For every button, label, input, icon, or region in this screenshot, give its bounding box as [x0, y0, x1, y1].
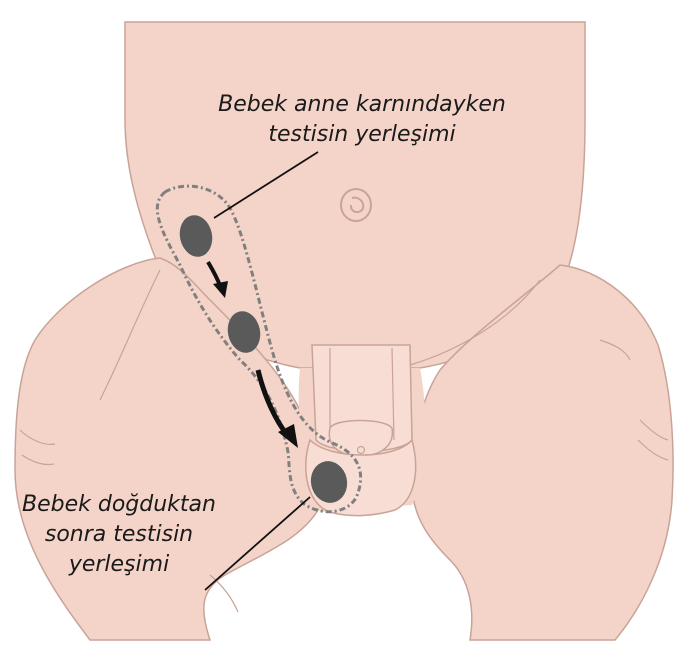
- right-knee-crease: [639, 419, 669, 441]
- leader-line-top: [213, 151, 319, 219]
- right-knee-crease-2: [637, 439, 669, 461]
- label-before-birth-line1: Bebek anne karnındayken: [218, 92, 506, 117]
- left-knee-crease: [19, 429, 56, 445]
- testis-migration-path: [155, 184, 363, 514]
- label-after-birth-line2: sonra testisin: [44, 522, 194, 547]
- testis-middle-position: [227, 311, 261, 353]
- descent-arrow-lower: [255, 369, 298, 448]
- genitals: [305, 344, 417, 517]
- leader-line-bottom: [204, 496, 311, 591]
- testis-final-position: [310, 461, 348, 503]
- label-before-birth: Bebek anne karnındayken testisin yerleşi…: [212, 90, 512, 150]
- torso: [124, 21, 586, 369]
- left-ankle-crease: [209, 574, 239, 613]
- label-after-birth-line1: Bebek doğduktan: [22, 492, 216, 517]
- left-knee-crease-2: [21, 454, 55, 466]
- label-after-birth: Bebek doğduktan sonra testisin yerleşimi: [14, 490, 224, 580]
- descent-arrow-upper: [206, 260, 228, 298]
- right-thigh-crease: [599, 339, 631, 361]
- label-before-birth-line2: testisin yerleşimi: [268, 122, 456, 147]
- belly-button: [340, 188, 372, 222]
- left-leg-crease: [99, 269, 161, 401]
- left-leg: [14, 257, 324, 641]
- right-leg-crease: [409, 279, 541, 366]
- glans: [328, 419, 394, 457]
- testis-initial-position: [179, 215, 213, 257]
- label-after-birth-line3: yerleşimi: [68, 552, 170, 577]
- right-leg: [410, 264, 674, 641]
